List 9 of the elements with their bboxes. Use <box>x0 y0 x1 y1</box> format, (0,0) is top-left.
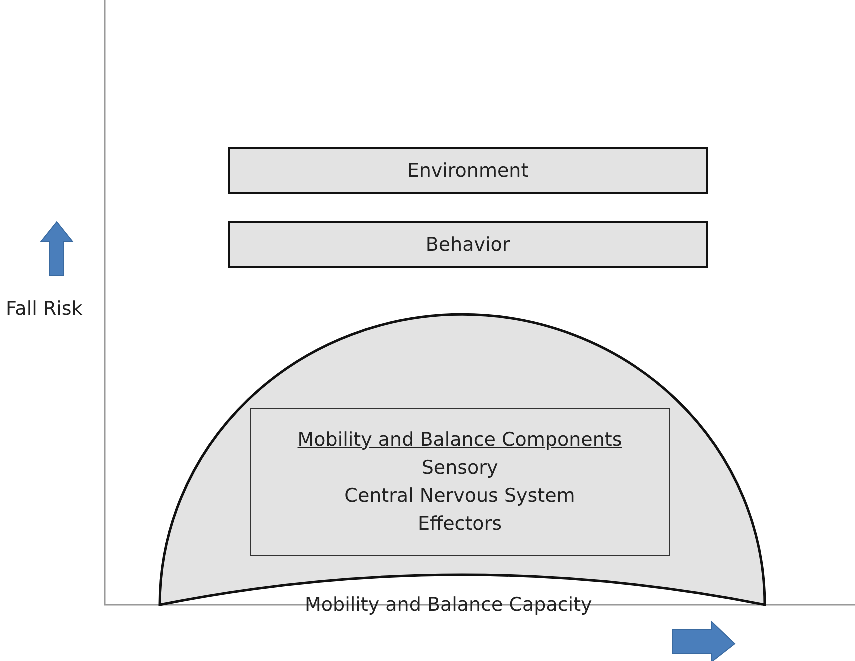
component-text: Effectors <box>418 512 502 537</box>
axis-label: Mobility and Balance Capacity <box>305 594 592 616</box>
component-text: Central Nervous System <box>344 484 576 509</box>
box-heading: Mobility and Balance Components <box>298 428 622 453</box>
axis-label: Fall Risk <box>6 298 83 320</box>
factor-bar: Environment <box>228 147 708 194</box>
component-text: Sensory <box>422 456 498 481</box>
factor-bar: Behavior <box>228 221 708 268</box>
component-box <box>250 408 670 556</box>
